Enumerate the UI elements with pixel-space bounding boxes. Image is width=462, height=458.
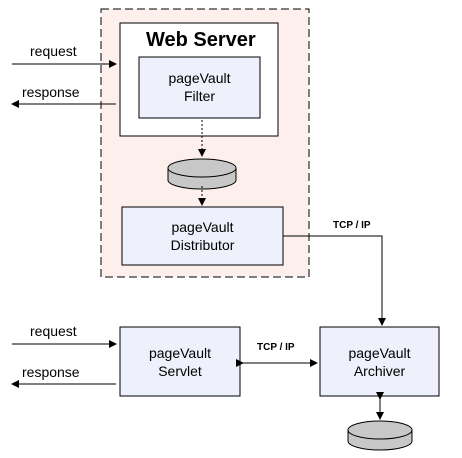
servlet-box	[119, 326, 241, 397]
top-request-label: request	[30, 43, 77, 59]
archiver-label: pageVault Archiver	[320, 344, 439, 380]
filter-label: pageVault Filter	[139, 69, 260, 105]
servlet-archiver-protocol: TCP / IP	[257, 342, 295, 353]
filter-box	[138, 56, 261, 119]
web-server-title: Web Server	[146, 29, 256, 51]
archiver-box	[319, 326, 440, 397]
distributor-label: pageVault Distributor	[122, 218, 283, 254]
top-response-label: response	[22, 84, 80, 100]
servlet-label-line2: Servlet	[158, 363, 202, 379]
server-disk-icon	[167, 158, 237, 190]
bottom-request-label: request	[30, 323, 77, 339]
filter-label-line1: pageVault	[168, 70, 231, 86]
archive-disk-icon	[347, 420, 413, 451]
archiver-label-line2: Archiver	[353, 363, 406, 379]
distributor-label-line2: Distributor	[170, 237, 235, 253]
archiver-label-line1: pageVault	[348, 345, 411, 361]
distributor-box	[121, 206, 284, 266]
servlet-label: pageVault Servlet	[120, 344, 240, 380]
servlet-label-line1: pageVault	[148, 345, 211, 361]
distributor-label-line1: pageVault	[171, 219, 234, 235]
distributor-archiver-protocol: TCP / IP	[333, 220, 371, 231]
distributor-archiver-link	[283, 235, 386, 326]
filter-label-line2: Filter	[183, 88, 216, 104]
bottom-response-label: response	[22, 364, 80, 380]
